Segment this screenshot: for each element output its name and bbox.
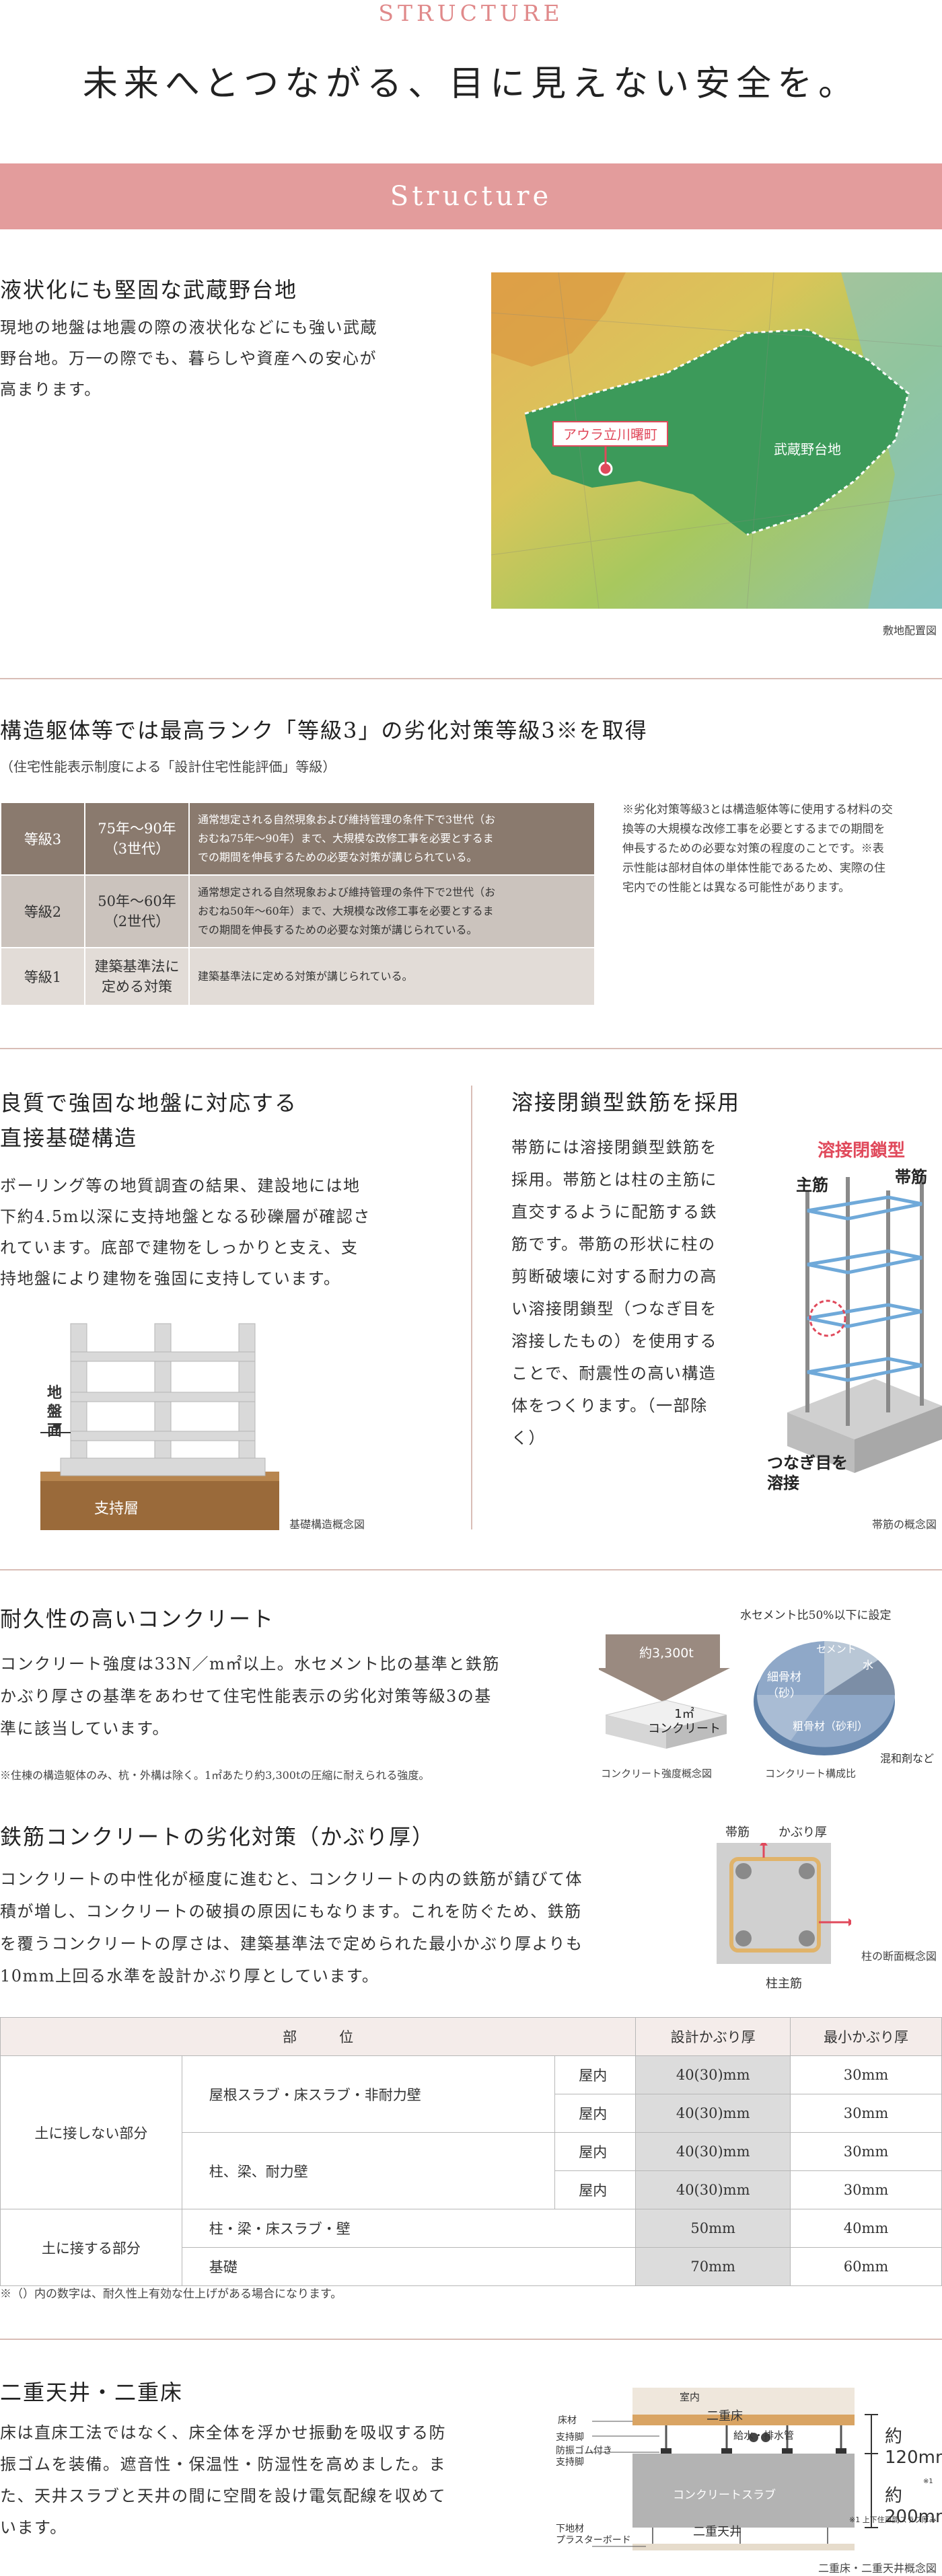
strength-value: 約3,300t: [639, 1646, 694, 1661]
diagram-support: 支持脚: [556, 2432, 584, 2443]
ground-surface-label: 地盤面: [47, 1385, 63, 1439]
section-kicker: STRUCTURE: [378, 0, 564, 26]
divider: [0, 2339, 942, 2340]
diagram-double-ceiling: 二重天井: [693, 2525, 741, 2539]
ground-title: 液状化にも堅固な武蔵野台地: [0, 277, 298, 303]
strength-caption: コンクリート強度概念図: [601, 1768, 713, 1780]
column-divider: [471, 1086, 472, 1529]
map-pin-label: アウラ立川曙町: [563, 426, 657, 443]
divider: [0, 678, 942, 679]
diagram-note-mark: ※1: [923, 2478, 933, 2485]
main-bar-label: 主筋: [796, 1176, 828, 1195]
table-row: 屋内 40(30)mm 30mm: [1, 2170, 942, 2209]
rebar-type-label: 溶接閉鎖型: [818, 1141, 906, 1161]
grade-row: 等級2 50年～60年（2世代） 通常想定される自然現象および維持管理の条件下で…: [0, 874, 595, 948]
grade-table: 等級3 75年～90年（3世代） 通常想定される自然現象および維持管理の条件下で…: [0, 802, 595, 1006]
table-row: 基礎 70mm 60mm: [1, 2247, 942, 2286]
page-headline: 未来へとつながる、目に見えない安全を。: [82, 64, 860, 104]
double-title: 二重天井・二重床: [0, 2380, 184, 2405]
grade-row: 等級3 75年～90年（3世代） 通常想定される自然現象および維持管理の条件下で…: [0, 802, 595, 876]
pie-fine: 細骨材（砂）: [767, 1671, 801, 1700]
pie-title: 水セメント比50%以下に設定: [740, 1609, 892, 1622]
column-section-diagram: [717, 1840, 854, 1977]
diagram-double-floor: 二重床: [706, 2409, 743, 2423]
rebar-caption: 帯筋の概念図: [871, 1518, 937, 1531]
double-text: 床は直床工法ではなく、床全体を浮かせ振動を吸収する防振ゴムを装備。遮音性・保温性…: [0, 2423, 446, 2537]
pie-admix: 混和剤など: [880, 1752, 935, 1765]
cover-main-label: 柱主筋: [766, 1977, 802, 1991]
cover-note: ※（）内の数字は、耐久性上有効な仕上げがある場合になります。: [0, 2287, 342, 2301]
table-row: 土に接しない部分 屋根スラブ・床スラブ・非耐力壁 屋内 40(30)mm 30m…: [0, 2055, 942, 2209]
table-header-row: 部 位 設計かぶり厚 最小かぶり厚: [0, 2017, 942, 2056]
table-row: 柱、梁、耐力壁 屋内 40(30)mm 30mm: [1, 2132, 942, 2209]
cover-text: コンクリートの中性化が極度に進むと、コンクリートの内の鉄筋が錆びて体積が増し、コ…: [0, 1870, 583, 1985]
grade-title: 構造躯体等では最高ランク「等級3」の劣化対策等級3※を取得: [0, 718, 648, 743]
diagram-room: 室内: [680, 2391, 700, 2403]
strength-diagram: [595, 1628, 733, 1755]
layer-label: 支持層: [94, 1501, 139, 1517]
grade-row: 等級1 建築基準法に定める対策 建築基準法に定める対策が講じられている。: [0, 947, 595, 1006]
diagram-pipe: 給水・排水管: [733, 2429, 795, 2441]
grade-note: ※劣化対策等級3とは構造躯体等に使用する材料の交換等の大規模な改修工事を必要とす…: [622, 803, 893, 895]
pie-cement: セメント: [816, 1643, 857, 1655]
cover-table: 部 位 設計かぶり厚 最小かぶり厚 土に接しない部分 屋根スラブ・床スラブ・非耐…: [0, 2017, 942, 2286]
foundation-diagram: 支持層: [40, 1318, 283, 1530]
concrete-title: 耐久性の高いコンクリート: [0, 1606, 275, 1632]
pie-water: 水: [863, 1659, 874, 1671]
pie-coarse: 粗骨材（砂利）: [793, 1720, 869, 1733]
concrete-text: コンクリート強度は33N／m㎡以上。水セメント比の基準と鉄筋かぶり厚さの基準をあ…: [0, 1655, 500, 1738]
foundation-title: 良質で強固な地盤に対応する直接基礎構造: [0, 1090, 298, 1151]
table-row: 屋内 40(30)mm 30mm: [1, 2094, 942, 2133]
diagram-note: ※1 上下住戸間スラブ厚み: [849, 2515, 937, 2524]
diagram-ceiling-labels: 下地材プラスターボード: [556, 2524, 631, 2546]
diagram-200: 約200mm: [885, 2486, 942, 2527]
cover-hoop-label: 帯筋: [725, 1825, 750, 1840]
diagram-slab: コンクリートスラブ: [673, 2489, 776, 2502]
concrete-note: ※住棟の構造躯体のみ、杭・外構は除く。1㎡あたり約3,300tの圧縮に耐えられる…: [0, 1769, 430, 1782]
map-region-label: 武蔵野台地: [774, 441, 841, 457]
column-caption: 柱の断面概念図: [861, 1950, 937, 1963]
pie-caption: コンクリート構成比: [765, 1768, 857, 1780]
diagram-120: 約120mm: [885, 2427, 942, 2468]
rebar-diagram: [767, 1137, 942, 1486]
composition-pie: [750, 1628, 898, 1762]
grade-subtitle: （住宅性能表示制度による「設計住宅性能評価」等級）: [0, 759, 336, 775]
hoop-label: 帯筋: [895, 1168, 927, 1186]
weld-label: つなぎ目を溶接: [767, 1453, 848, 1492]
double-caption: 二重床・二重天井概念図: [818, 2562, 937, 2575]
cover-thickness-label: かぶり厚: [778, 1825, 827, 1840]
site-map: アウラ立川曙町 武蔵野台地: [491, 272, 942, 609]
double-floor-diagram: [558, 2388, 942, 2556]
divider: [0, 1569, 942, 1570]
foundation-caption: 基礎構造概念図: [289, 1518, 365, 1531]
cover-title: 鉄筋コンクリートの劣化対策（かぶり厚）: [0, 1824, 435, 1850]
section-band: Structure: [0, 163, 942, 229]
rebar-text: 帯筋には溶接閉鎖型鉄筋を採用。帯筋とは柱の主筋に直交するように配筋する鉄筋です。…: [511, 1138, 717, 1447]
table-row: 土に接する部分 柱・梁・床スラブ・壁 50mm 40mm: [0, 2209, 942, 2286]
ground-text: 現地の地盤は地震の際の液状化などにも強い武蔵野台地。万一の際でも、暮らしや資産へ…: [0, 318, 377, 399]
rebar-title: 溶接閉鎖型鉄筋を採用: [511, 1090, 741, 1115]
diagram-floor-mat: 床材: [558, 2415, 577, 2426]
foundation-text: ボーリング等の地質調査の結果、建設地には地下約4.5m以深に支持地盤となる砂礫層…: [0, 1176, 371, 1288]
site-map-caption: 敷地配置図: [882, 624, 937, 637]
divider: [0, 1048, 942, 1049]
diagram-rubber: 防振ゴム付き支持脚: [556, 2446, 612, 2468]
